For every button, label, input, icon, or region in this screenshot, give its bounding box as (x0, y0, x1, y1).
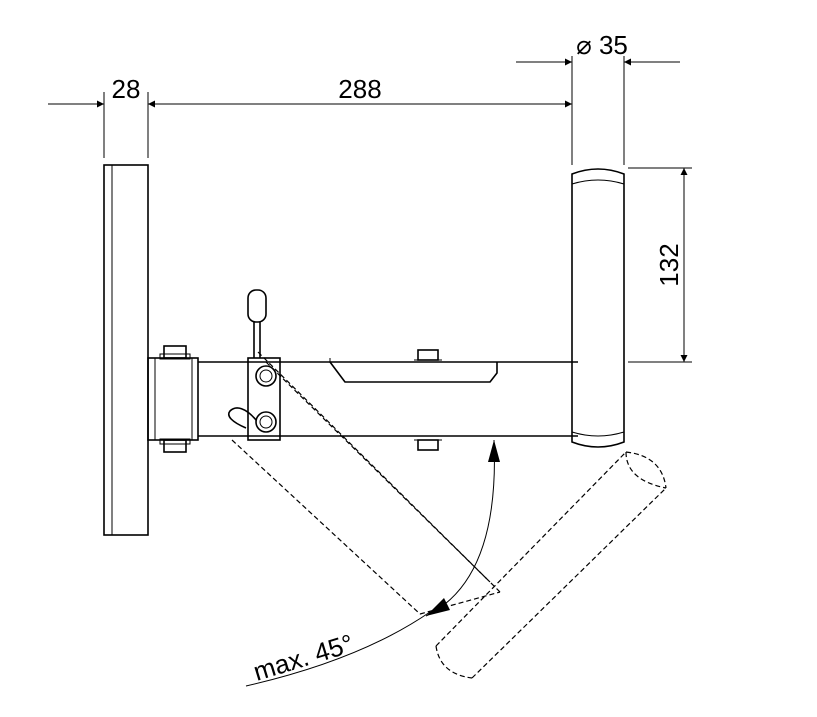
horizontal-arm (198, 349, 578, 451)
pivot-pins (228, 365, 277, 433)
dimension-tube-height: 132 (628, 167, 692, 363)
rotation-label: max. 45° (250, 628, 357, 687)
dimension-tube-diameter: ⌀ 35 (516, 30, 680, 165)
dimension-label-28: 28 (112, 74, 141, 104)
dimension-label-diameter: ⌀ 35 (576, 30, 628, 60)
dimension-plate-thickness: 28 (48, 74, 204, 158)
hinge-block (147, 345, 199, 453)
wall-plate (103, 164, 149, 536)
dimension-label-132: 132 (654, 243, 684, 286)
rotated-arm-dashed (231, 351, 667, 679)
dimension-label-288: 288 (338, 74, 381, 104)
rotation-angle-indicator: max. 45° (245, 439, 500, 687)
vertical-tube (571, 168, 625, 448)
dimension-arm-length: 288 (204, 56, 573, 165)
lever-handle (247, 289, 267, 358)
